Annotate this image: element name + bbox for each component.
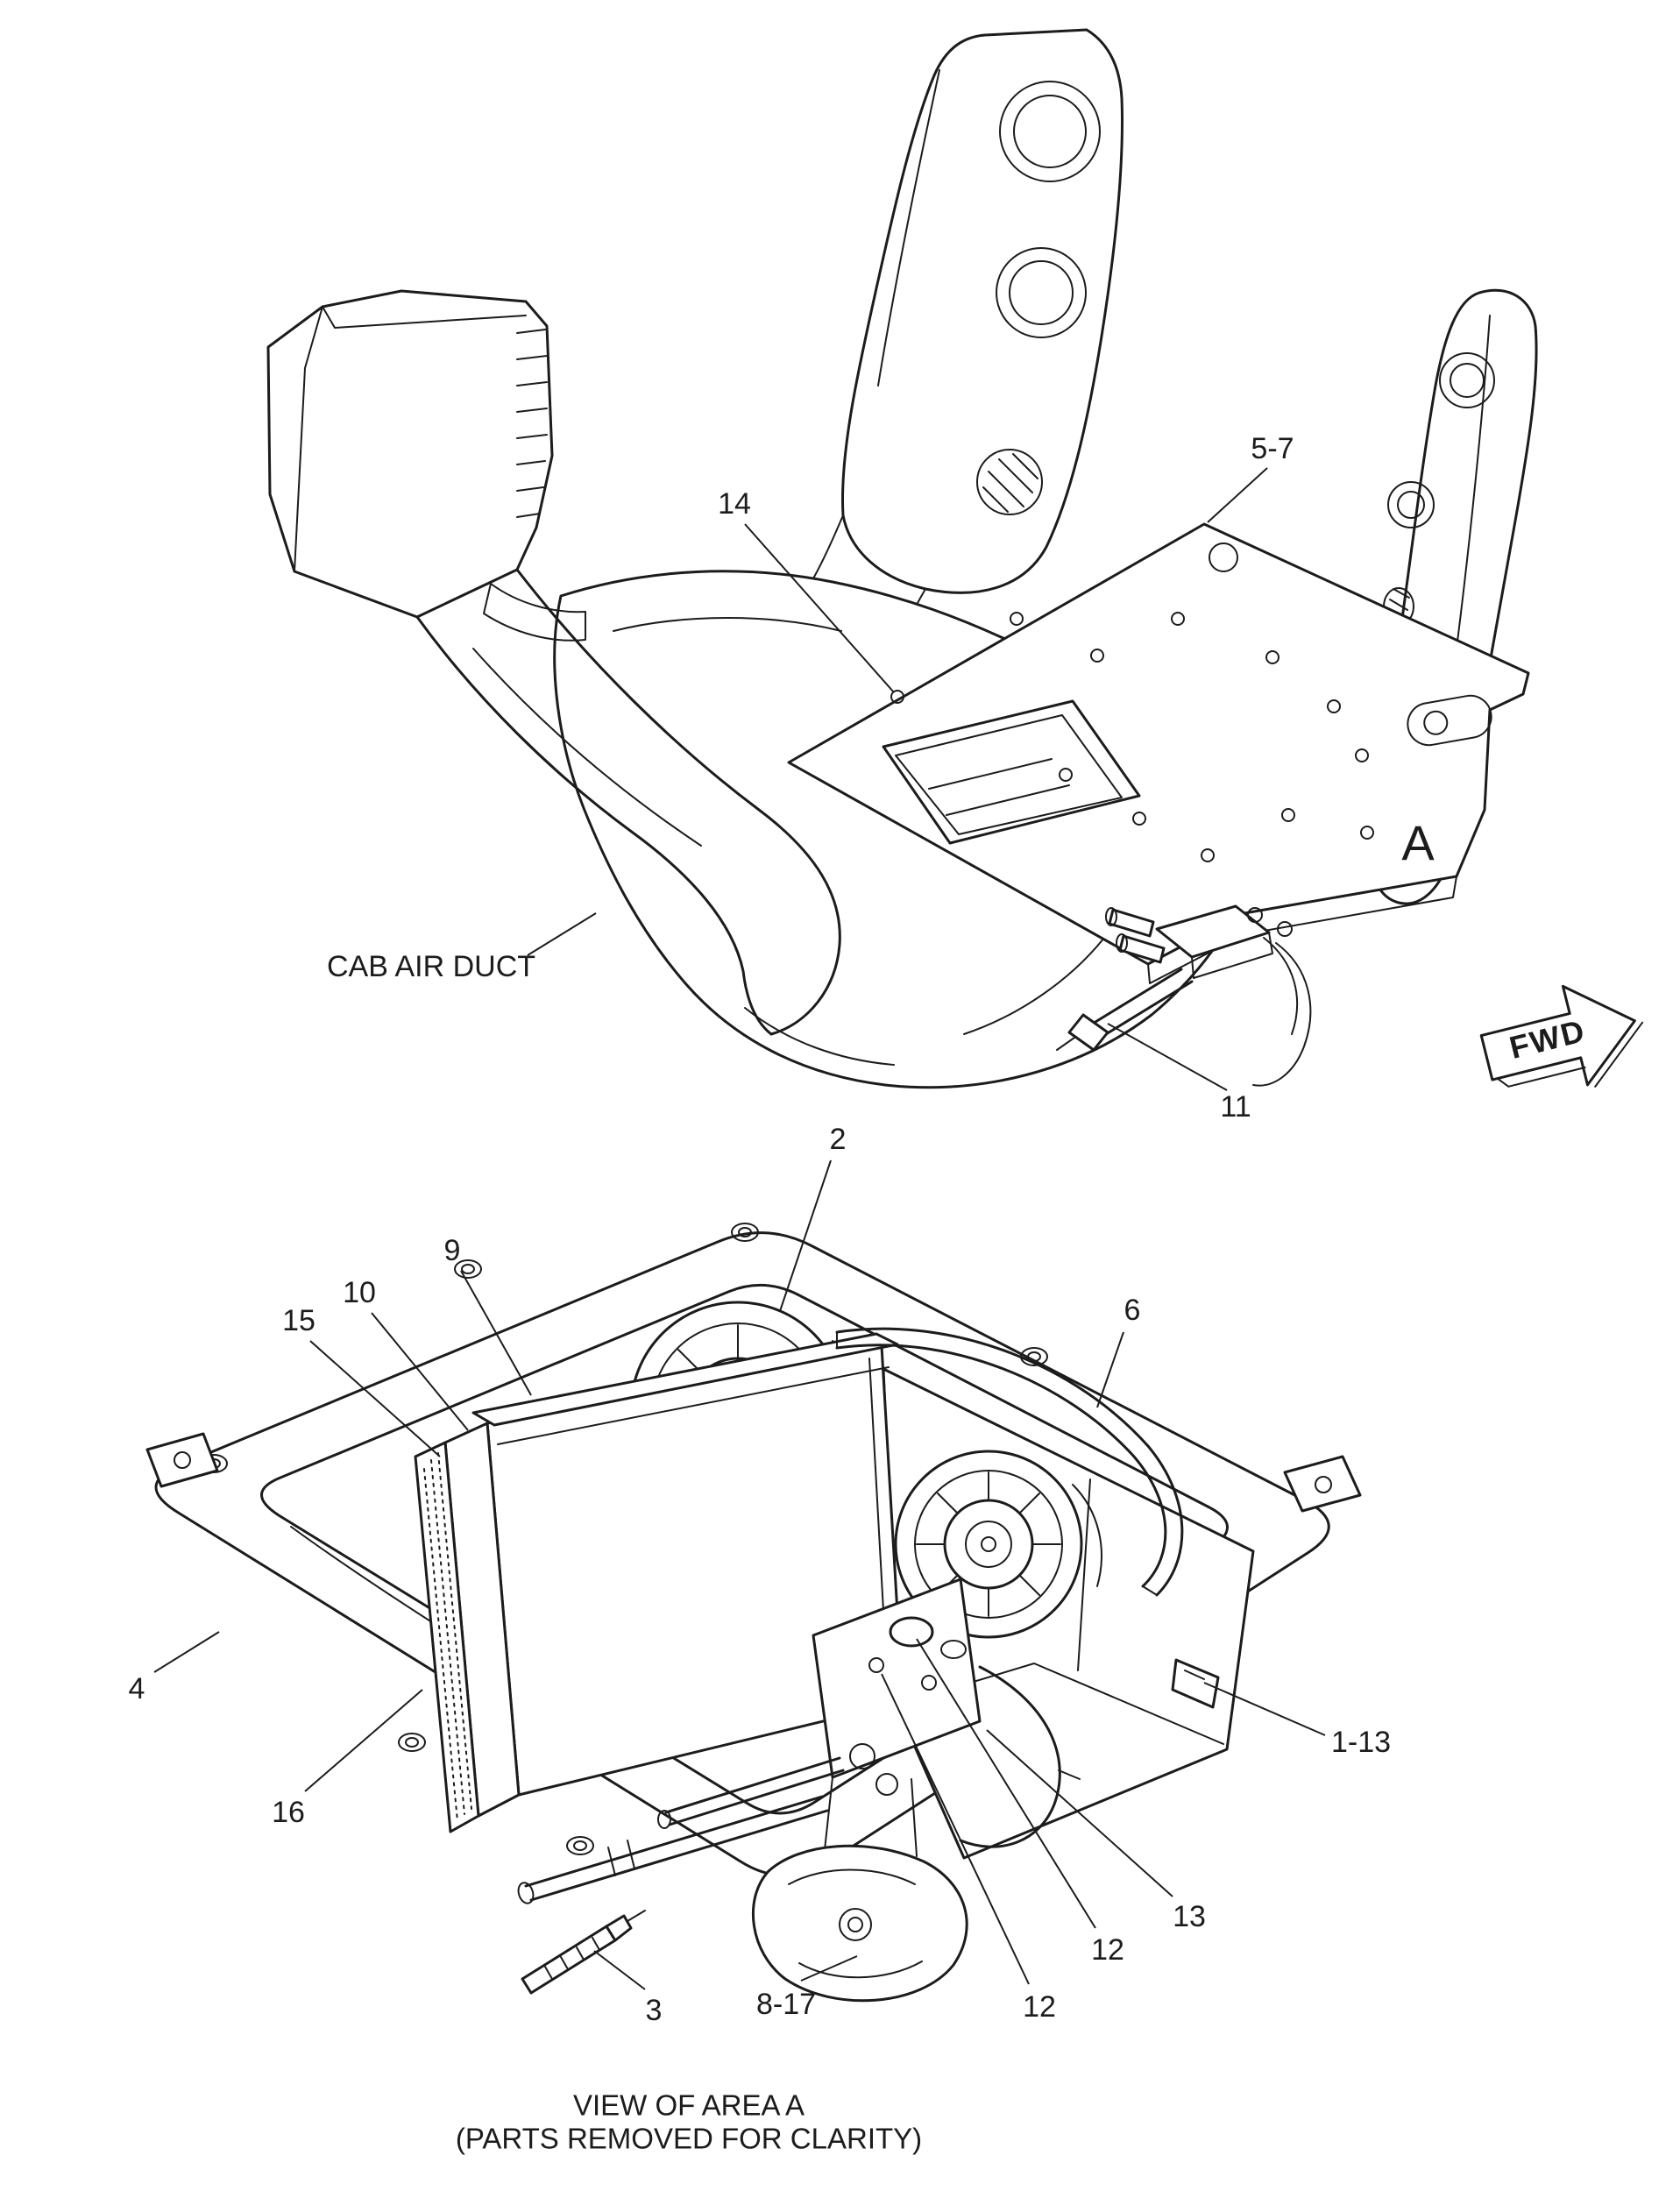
heater-hose-loop [835, 1327, 1184, 1597]
lower-leader-lines [153, 1159, 1326, 1990]
upper-leader-lines [527, 467, 1268, 1091]
callout-label-12-a: 12 [1023, 1990, 1056, 2024]
upper-figure [266, 28, 1644, 1091]
callout-label-16: 16 [272, 1796, 305, 1829]
callout-label-3: 3 [645, 1994, 663, 2027]
cab-air-duct-label: CAB AIR DUCT [326, 950, 536, 983]
water-valve-group [517, 1578, 1081, 1904]
callout-label-8-17: 8-17 [755, 1988, 817, 2021]
cab-air-duct [266, 289, 841, 1036]
callout-label-4: 4 [128, 1672, 145, 1705]
fwd-direction-arrow-icon [1479, 984, 1644, 1088]
callout-label-12-b: 12 [1091, 1933, 1124, 1967]
callout-label-13: 13 [1173, 1900, 1206, 1933]
callout-label-11: 11 [1220, 1090, 1251, 1124]
loader-arm-center [788, 28, 1124, 646]
view-caption-title: VIEW OF AREA A [572, 2088, 805, 2122]
hvac-unit [414, 1301, 1255, 1860]
temperature-probe [521, 1910, 646, 1995]
callout-label-1-13: 1-13 [1330, 1726, 1392, 1759]
callout-label-5-7: 5-7 [1251, 432, 1294, 465]
valve-assembly [1056, 904, 1312, 1087]
callout-label-15: 15 [282, 1304, 315, 1337]
callout-label-2: 2 [829, 1123, 847, 1156]
area-a-label: A [1401, 815, 1435, 870]
callout-label-6: 6 [1124, 1294, 1141, 1327]
actuator-housing [751, 1844, 968, 2003]
view-caption-subtitle: (PARTS REMOVED FOR CLARITY) [455, 2122, 923, 2155]
lower-figure [145, 1159, 1362, 2003]
callout-label-14: 14 [718, 487, 751, 521]
callout-label-9: 9 [443, 1234, 461, 1267]
air-filter [414, 1422, 521, 1833]
callout-label-10: 10 [343, 1276, 376, 1309]
tray-screw-bosses [200, 1223, 1048, 1876]
